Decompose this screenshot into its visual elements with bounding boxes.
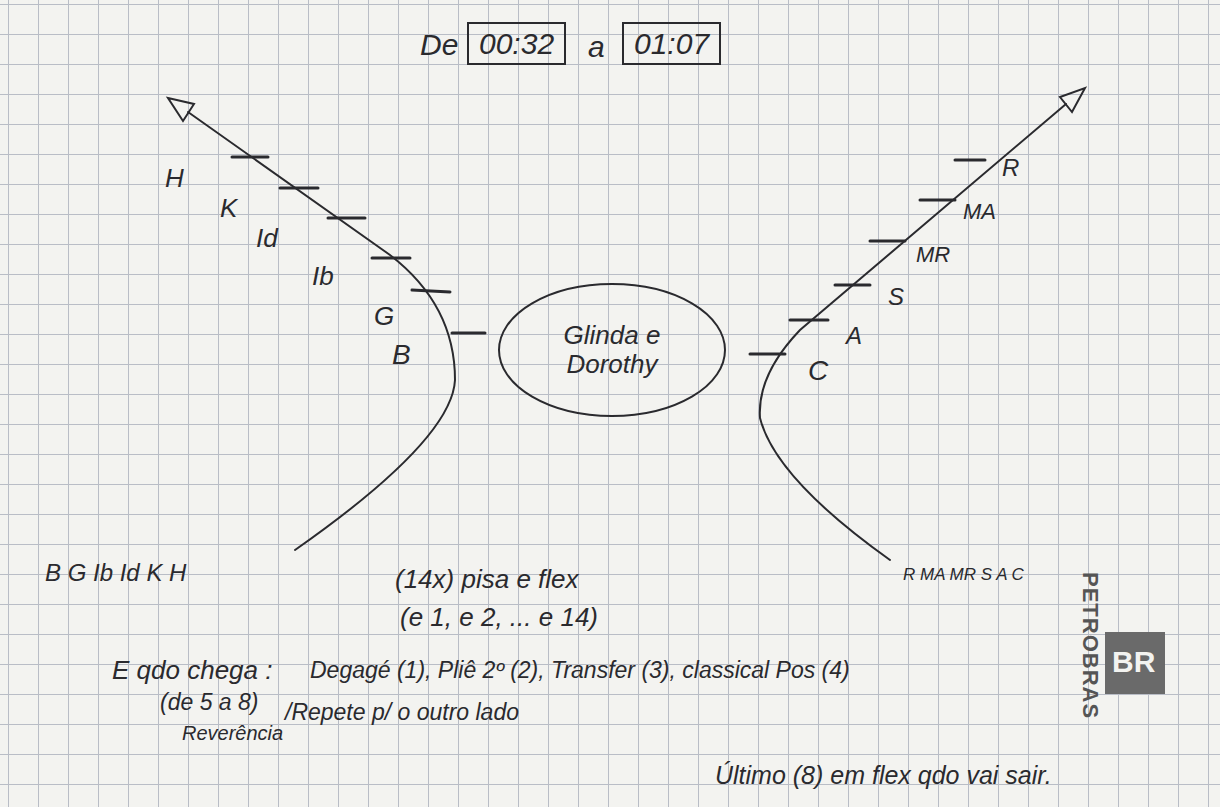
position-label: C [808,356,828,387]
step-note: (e 1, e 2, ... e 14) [400,603,598,632]
right-path-curve [760,104,1066,560]
time-box: 00:32 [467,22,566,65]
node-text: 00:32 [479,27,554,60]
position-label: R [1002,155,1019,181]
step-note: E qdo chega : [112,656,272,685]
logo-mark [1105,632,1165,694]
step-note: (14x) pisa e flex [395,565,579,594]
logo-text: BR [1112,645,1155,678]
title-word: De [420,28,458,61]
step-note: /Repete p/ o outro lado [285,700,519,725]
step-note: (de 5 a 8) [160,690,258,715]
position-label: S [888,284,904,310]
sequence-note: R MA MR S A C [903,566,1024,585]
position-label: Id [256,224,278,253]
position-label: A [846,323,862,349]
position-label: Ib [312,262,334,291]
closing-note: Último (8) em flex qdo vai sair. [715,762,1052,790]
title-word: a [588,30,605,63]
position-label: H [165,164,184,193]
sequence-note: B G Ib Id K H [45,560,186,586]
arrow-head [168,98,194,121]
left-path-curve [188,112,455,550]
time-box: 01:07 [622,22,721,65]
watermark: PETROBRAS [1078,572,1102,719]
position-label: MA [963,200,996,224]
step-note: Degagé (1), Pliê 2º (2), Transfer (3), c… [310,658,850,683]
position-label: G [374,302,394,331]
arrow-head [1060,88,1085,112]
position-label: MR [916,243,950,267]
step-note: Reverência [182,722,283,744]
position-label: B [392,340,411,371]
node-text: 01:07 [634,27,709,60]
character-oval: Glinda e Dorothy [497,282,727,418]
position-label: K [220,194,237,223]
node-text: Glinda e Dorothy [537,321,687,378]
